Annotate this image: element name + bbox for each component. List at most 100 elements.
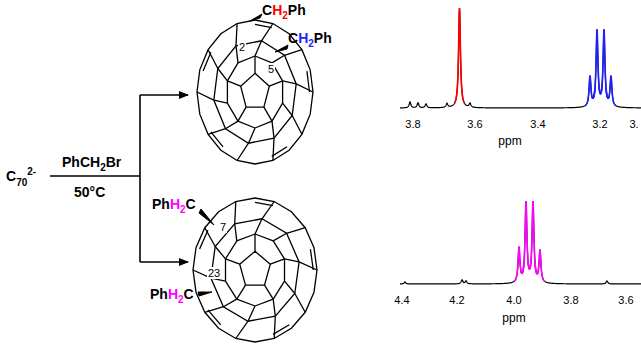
formula-text: H: [170, 196, 180, 212]
text-group: 3.2: [592, 113, 607, 132]
cage-bond: [274, 316, 275, 338]
fullerene-cage: [197, 20, 313, 164]
text-group: 50°C: [74, 182, 105, 201]
text-group: PhH2C: [150, 284, 194, 306]
carbon-number: 23: [207, 267, 221, 279]
formula-text: 2: [100, 162, 106, 173]
cage-bond: [255, 56, 272, 63]
cage-bond: [254, 56, 255, 73]
formula-text: H: [272, 2, 282, 18]
nmr-spectrum: [400, 201, 641, 284]
axis-tick-label: 3.8: [563, 294, 578, 306]
cage-bond: [285, 259, 300, 262]
spectrum-trace: [585, 76, 595, 106]
cage-bond: [287, 228, 306, 234]
cage-bond: [215, 247, 225, 259]
cage-bond: [208, 50, 218, 69]
cage-bond: [255, 202, 273, 205]
cage-bond: [237, 143, 248, 160]
cage-bond: [283, 103, 293, 115]
formula-text: PhCH: [62, 154, 100, 170]
reaction-arrow: [50, 95, 188, 262]
text-group: ppm: [498, 130, 521, 149]
axis-unit: ppm: [498, 134, 521, 148]
cage-bond: [284, 259, 285, 281]
formula-text: 2: [178, 294, 184, 305]
formula-text: H: [298, 30, 308, 46]
cage-bond: [273, 138, 274, 160]
axis-tick-label: 3.2: [592, 118, 607, 130]
cage-bond: [238, 56, 255, 63]
text-group: PhCH2Br: [62, 152, 121, 174]
text-group: 7: [219, 216, 227, 235]
cage-bond: [273, 299, 275, 316]
cage-bond: [225, 259, 226, 281]
spectrum-trace: [592, 29, 602, 98]
text-group: 2: [238, 36, 246, 55]
formula-text: 50°C: [74, 184, 105, 200]
formula-text: 70: [16, 177, 27, 188]
text-group: C702-: [6, 166, 36, 189]
cage-bond: [270, 259, 284, 264]
cage-bond: [235, 202, 236, 224]
cage-bond: [226, 259, 240, 264]
cage-bond: [255, 299, 273, 306]
cage-bond: [307, 71, 310, 92]
cage-bond: [273, 281, 284, 299]
cage-bond: [237, 299, 255, 306]
cage-bond: [282, 81, 283, 103]
cage-bond: [248, 306, 255, 321]
cage-bond: [237, 285, 246, 299]
formula-text: C: [186, 196, 196, 212]
axis-tick-label: 4.0: [506, 294, 521, 306]
cage-bond: [283, 81, 297, 84]
cage-bond: [285, 281, 295, 293]
cage-bond: [249, 128, 256, 143]
formula-text: 2: [308, 38, 314, 49]
cage-bond: [272, 147, 287, 157]
cage-bond: [227, 81, 240, 86]
cage-bond: [227, 103, 238, 121]
cage-bond: [227, 63, 238, 81]
text-group: ppm: [502, 307, 525, 326]
cage-bond: [226, 121, 239, 129]
cage-bond: [205, 307, 224, 313]
text-group: 4.4: [394, 289, 409, 308]
formula-text: 2: [282, 10, 288, 21]
cage-bond: [272, 121, 274, 138]
cage-bond: [208, 310, 221, 325]
cage-bond: [227, 81, 228, 103]
fullerene-cage: [193, 198, 317, 342]
text-group: 4.0: [506, 289, 521, 308]
axis-tick-label: 3.: [629, 118, 638, 130]
formula-text: Ph: [288, 2, 306, 18]
formula-text: C: [288, 30, 298, 46]
cage-bond: [226, 281, 237, 299]
cage-bond: [238, 121, 255, 128]
spectrum-trace: [599, 29, 609, 98]
cage-bond: [214, 100, 228, 103]
cage-bond: [197, 20, 313, 164]
cage-bond: [310, 249, 313, 270]
cage-bond: [236, 24, 237, 46]
cage-bond: [200, 230, 208, 249]
cage-bond: [240, 251, 271, 285]
cage-bond: [238, 107, 246, 121]
text-group: CH2Ph: [262, 0, 306, 22]
cage-bond: [272, 103, 283, 121]
text-group: PhH2C: [152, 194, 196, 216]
cage-bond: [265, 285, 274, 299]
spectrum-trace: [455, 8, 465, 103]
formula-text: C: [6, 168, 16, 184]
formula-text: Ph: [150, 286, 168, 302]
spectrum-trace: [400, 201, 641, 284]
carbon-number: 7: [219, 221, 227, 233]
text-group: CH2Ph: [288, 28, 332, 50]
cage-bond: [205, 228, 215, 247]
cage-bond: [269, 81, 282, 86]
text-group: 3.: [629, 113, 638, 132]
text-group: 3.8: [563, 289, 578, 308]
spectrum-trace: [535, 249, 545, 281]
cage-bond: [264, 107, 272, 121]
